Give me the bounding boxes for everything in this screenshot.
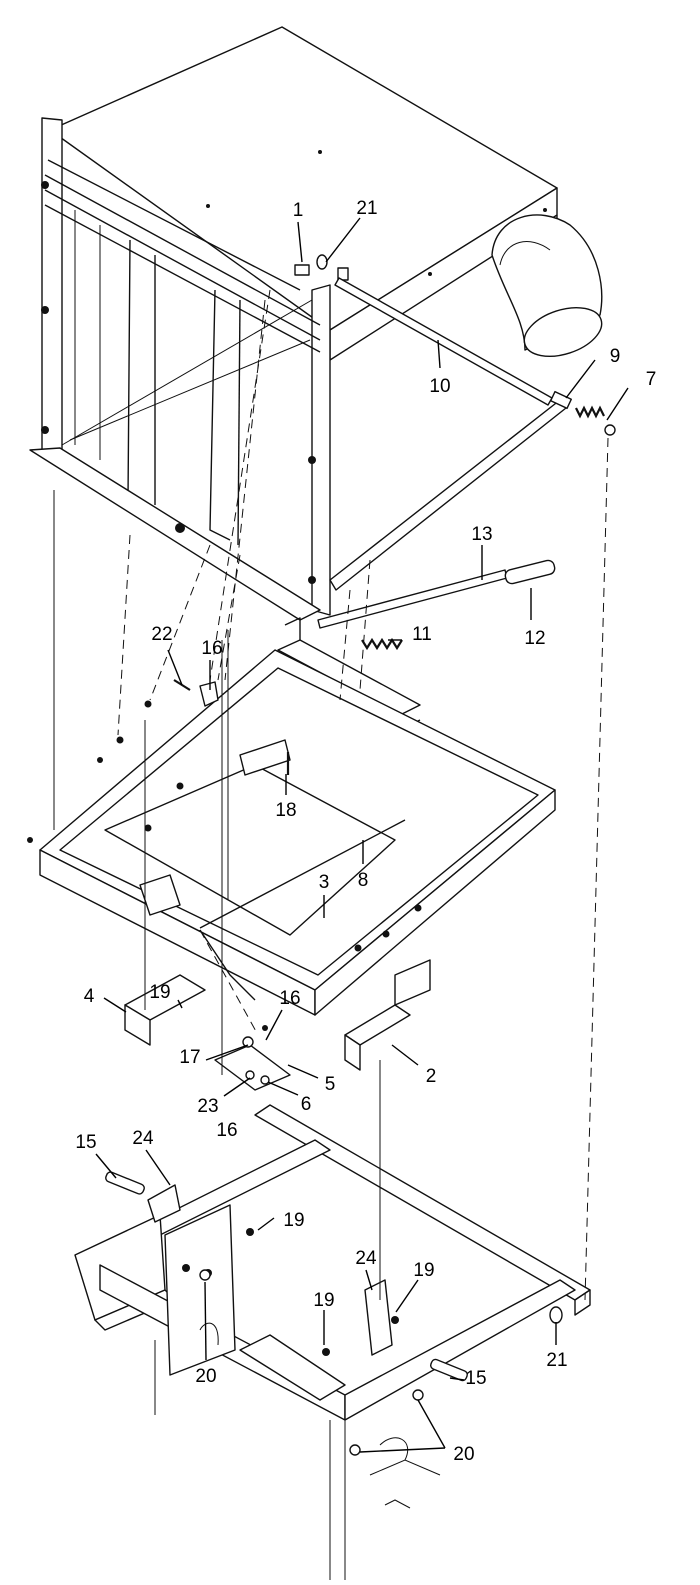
slide-rail [329, 399, 567, 591]
part-9-bushing [550, 390, 572, 410]
part-1-clip [294, 264, 310, 276]
callout-19-mid: 19 [149, 982, 170, 1003]
callout-leaders [95, 217, 629, 1453]
callout-11: 11 [412, 624, 432, 645]
callout-5: 5 [325, 1074, 336, 1095]
callout-21-top: 21 [356, 198, 377, 219]
callout-20-right: 20 [453, 1444, 474, 1465]
callout-7: 7 [646, 369, 657, 390]
callout-6: 6 [301, 1094, 312, 1115]
callout-16-mid: 16 [279, 988, 300, 1009]
callout-15-right: 15 [465, 1368, 486, 1389]
callout-13: 13 [471, 524, 492, 545]
callout-15-left: 15 [75, 1132, 96, 1153]
callout-numbers: 1 21 10 9 7 13 12 11 22 16 18 8 3 4 19 1… [75, 198, 656, 1465]
callout-23: 23 [197, 1096, 218, 1117]
callout-2: 2 [426, 1066, 437, 1087]
callout-24-left: 24 [132, 1128, 154, 1149]
alignment-lines [53, 289, 609, 1301]
callout-4: 4 [84, 986, 95, 1007]
callout-10: 10 [429, 376, 450, 397]
callout-21-bottom: 21 [546, 1350, 567, 1371]
rod-8 [199, 819, 406, 929]
callout-1: 1 [293, 200, 304, 221]
handle-assembly [317, 559, 556, 629]
spring-7 [575, 405, 605, 419]
housing-assembly [29, 26, 567, 621]
base-center-bracket [164, 1204, 236, 1376]
bracket-5 [214, 1044, 291, 1091]
bracket-2 [344, 1004, 411, 1046]
callout-18: 18 [275, 800, 296, 821]
part-21-ring [316, 254, 328, 270]
screws-tray [27, 700, 422, 952]
callout-3: 3 [319, 872, 330, 893]
frame-bottom-lip [29, 447, 321, 621]
grip-12 [504, 559, 556, 585]
callout-8: 8 [358, 870, 369, 891]
tray-frame [27, 649, 556, 1091]
callout-16-low: 16 [216, 1120, 237, 1141]
callout-17: 17 [179, 1047, 200, 1068]
callout-9: 9 [610, 346, 621, 367]
base-frame [74, 1104, 591, 1580]
callout-20-left: 20 [195, 1366, 216, 1387]
frame-right-post [311, 284, 331, 616]
elbow-duct [491, 214, 603, 358]
pin-15-left [105, 1171, 145, 1195]
pin-15-right [430, 1358, 468, 1382]
callout-16-top: 16 [201, 638, 222, 659]
callout-12: 12 [524, 628, 545, 649]
rod-assembly [334, 277, 616, 436]
bracket-24-right [364, 1279, 393, 1356]
housing-top-face [49, 26, 558, 331]
spring-11 [361, 637, 403, 651]
callout-24-right: 24 [355, 1248, 377, 1269]
frame-left-post [41, 117, 63, 471]
callout-19-base-right: 19 [413, 1260, 434, 1281]
callout-19-base-center: 19 [313, 1290, 334, 1311]
callout-22: 22 [151, 624, 172, 645]
callout-19-base-left: 19 [283, 1210, 304, 1231]
